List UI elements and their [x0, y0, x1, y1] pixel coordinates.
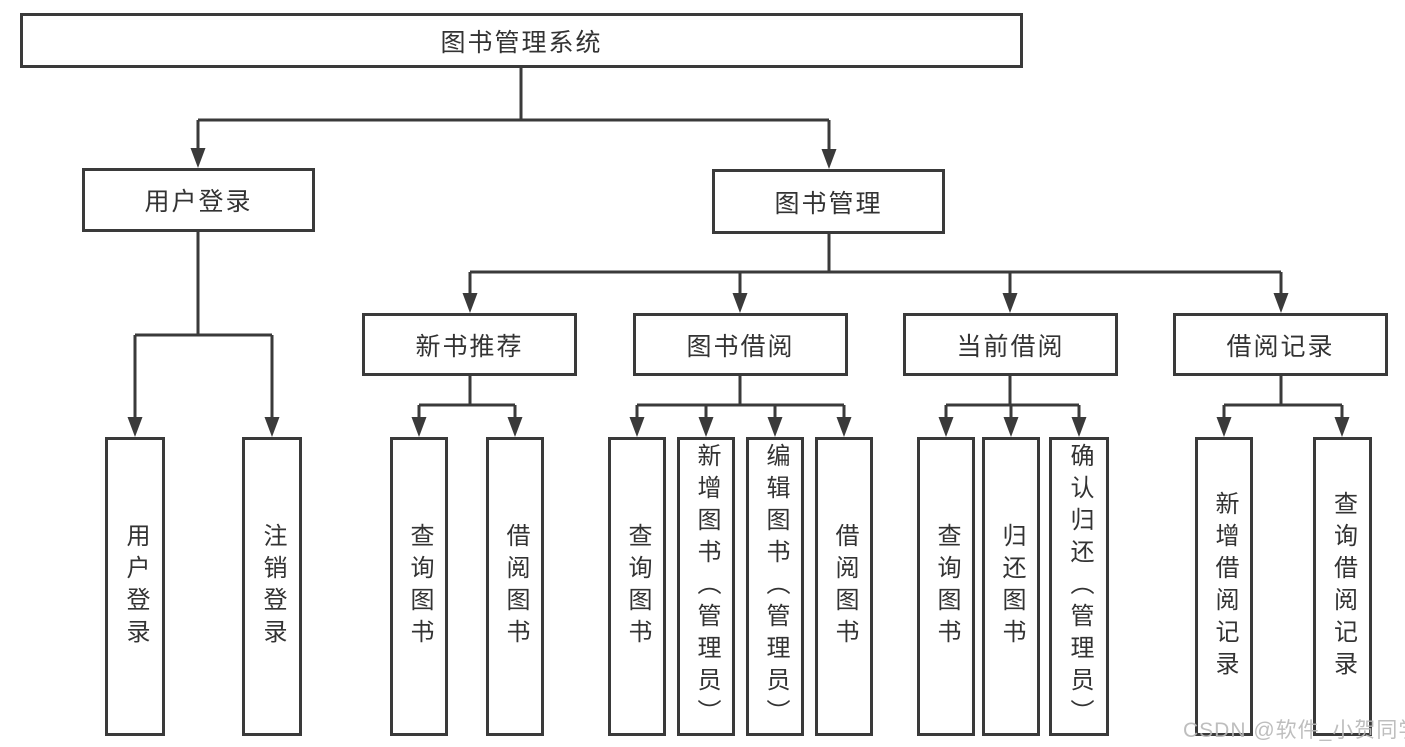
node-user-login: 用户登录 [82, 168, 315, 232]
node-book-borrow: 图书借阅 [633, 313, 848, 376]
leaf-records-query-record: 查询借阅记录 [1313, 437, 1372, 736]
leaf-current-return-books: 归还图书 [982, 437, 1040, 736]
leaf-recommend-query-books: 查询图书 [390, 437, 448, 736]
node-current-borrow: 当前借阅 [903, 313, 1118, 376]
leaf-borrow-borrow-books: 借阅图书 [815, 437, 873, 736]
leaf-logout: 注销登录 [242, 437, 302, 736]
watermark: CSDN @软件_小贺同学 [1183, 719, 1405, 742]
leaf-recommend-borrow-books: 借阅图书 [486, 437, 544, 736]
leaf-user-login: 用户登录 [105, 437, 165, 736]
node-new-book-recommend: 新书推荐 [362, 313, 577, 376]
leaf-borrow-query-books: 查询图书 [608, 437, 666, 736]
node-root: 图书管理系统 [20, 13, 1023, 68]
leaf-current-query-books: 查询图书 [917, 437, 975, 736]
leaf-current-confirm-return-admin: 确认归还（管理员） [1049, 437, 1109, 736]
leaf-records-add-record: 新增借阅记录 [1195, 437, 1253, 736]
leaf-borrow-add-books-admin: 新增图书（管理员） [677, 437, 735, 736]
node-borrow-records: 借阅记录 [1173, 313, 1388, 376]
node-book-management: 图书管理 [712, 169, 945, 234]
leaf-borrow-edit-books-admin: 编辑图书（管理员） [746, 437, 804, 736]
